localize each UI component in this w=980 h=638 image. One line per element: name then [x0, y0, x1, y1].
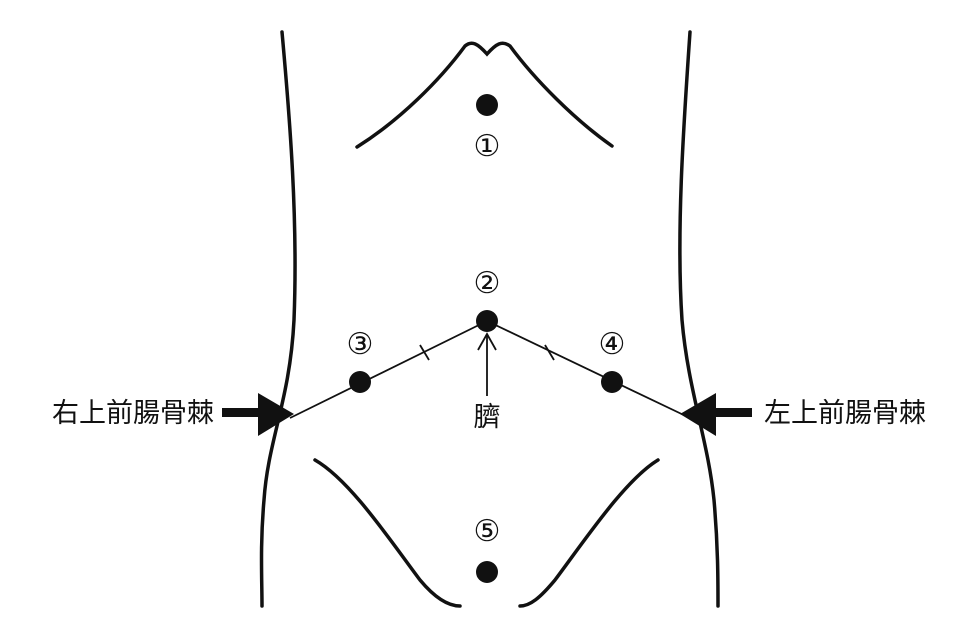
left-asis-arrow-head: [680, 393, 716, 436]
navel-arrow-head: [477, 332, 497, 351]
point-4-dot: [601, 371, 623, 393]
right-asis-label: 右上前腸骨棘: [52, 398, 214, 429]
right-asis-arrow-head: [258, 393, 294, 436]
navel-label: 臍: [474, 402, 501, 433]
point-4-label: ④: [599, 327, 626, 362]
left-asis-label: 左上前腸骨棘: [764, 398, 926, 429]
right-asis-arrow-shaft: [222, 408, 264, 417]
point-1-label: ①: [474, 129, 501, 164]
left-asis-arrow-shaft: [712, 408, 752, 417]
line-navel-to-left-asis: [486, 320, 691, 419]
point-3-label: ③: [347, 327, 374, 362]
pelvic-curve-right: [518, 458, 660, 608]
point-3-dot: [349, 371, 371, 393]
point-2-label: ②: [474, 266, 501, 301]
rib-margin-curve: [355, 41, 614, 149]
body-outline-right: [678, 30, 720, 608]
pelvic-curve-left: [313, 458, 462, 608]
midpoint-tick-left: [419, 344, 430, 361]
midpoint-tick-right: [544, 344, 555, 361]
point-5-label: ⑤: [474, 514, 501, 549]
body-outline-left: [259, 30, 297, 608]
line-navel-to-right-asis: [289, 320, 488, 419]
point-5-dot: [476, 561, 498, 583]
point-1-dot: [476, 94, 498, 116]
point-2-dot: [476, 310, 498, 332]
